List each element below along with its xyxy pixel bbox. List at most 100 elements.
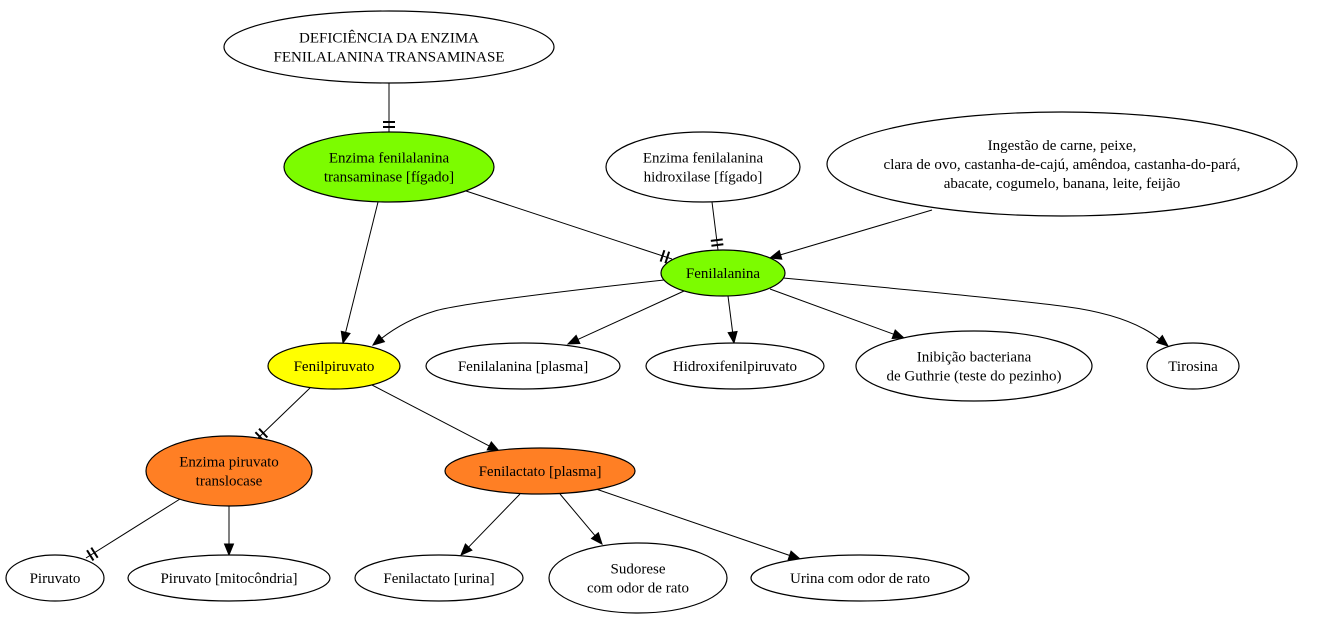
arrowhead-icon xyxy=(486,441,501,452)
node-fenilalanina-plasma: Fenilalanina [plasma] xyxy=(425,342,621,390)
node-label-line: Ingestão de carne, peixe, xyxy=(988,138,1137,154)
node-ellipse xyxy=(660,249,786,297)
edge-line xyxy=(467,493,521,549)
edge-deficiencia-to-transaminase xyxy=(383,83,395,132)
node-ellipse xyxy=(354,554,524,602)
arrowhead-icon xyxy=(371,333,386,346)
node-fenilpiruvato: Fenilpiruvato xyxy=(267,342,401,390)
node-label-line: translocase xyxy=(196,474,263,490)
edge-line xyxy=(769,288,895,336)
edge-transaminase-to-fenilpiruvato xyxy=(340,201,379,345)
edge-hidroxilase-to-fenilalanina xyxy=(710,201,724,251)
node-label-line: de Guthrie (teste do pezinho) xyxy=(887,369,1062,385)
node-ellipse xyxy=(826,111,1298,217)
node-fenilactato-urina: Fenilactato [urina] xyxy=(354,554,524,602)
edge-line xyxy=(779,209,933,256)
edge-fenilpiruvato-to-translocase xyxy=(254,387,311,442)
edge-fenilactato_plasma-to-fenilactato_urina xyxy=(460,493,521,556)
node-ellipse xyxy=(548,542,728,614)
node-label-line: com odor de rato xyxy=(587,581,689,597)
arrowhead-icon xyxy=(727,330,738,345)
node-piruvato-mito: Piruvato [mitocôndria] xyxy=(127,554,331,602)
node-piruvato: Piruvato xyxy=(5,554,105,602)
node-ellipse xyxy=(750,554,970,602)
edge-transaminase-to-fenilalanina xyxy=(465,190,673,264)
edge-line xyxy=(85,498,181,559)
edge-fenilalanina-to-tirosina xyxy=(782,277,1170,347)
node-ingestao: Ingestão de carne, peixe, clara de ovo, c… xyxy=(826,111,1298,217)
node-label-line: Piruvato xyxy=(30,571,81,587)
edge-line xyxy=(711,201,719,251)
arrowhead-icon xyxy=(590,531,603,546)
node-deficiencia: DEFICIÊNCIA DA ENZIMA FENILALANINA TRANSA… xyxy=(223,10,555,84)
node-label-line: clara de ovo, castanha-de-cajú, amêndoa,… xyxy=(884,157,1241,173)
node-translocase: Enzima piruvato translocase xyxy=(145,435,313,507)
node-ellipse xyxy=(267,342,401,390)
node-label-line: Fenilalanina [plasma] xyxy=(458,359,588,375)
node-transaminase: Enzima fenilalanina transaminase [fígado] xyxy=(283,131,495,203)
tee-mark-icon xyxy=(258,428,269,439)
node-label-line: Fenilactato [urina] xyxy=(383,571,494,587)
node-fenilactato-plasma: Fenilactato [plasma] xyxy=(444,447,636,495)
arrowhead-icon xyxy=(566,334,581,345)
edge-line xyxy=(371,384,491,447)
edge-fenilpiruvato-to-fenilactato_plasma xyxy=(371,384,501,452)
node-label-line: Enzima fenilalanina xyxy=(329,151,450,167)
tee-mark-icon xyxy=(90,547,99,559)
edge-line xyxy=(465,190,673,260)
node-ellipse xyxy=(283,131,495,203)
edge-ingestao-to-fenilalanina xyxy=(768,209,933,260)
node-label-line: abacate, cogumelo, banana, leite, feijão xyxy=(944,176,1181,192)
arrowhead-icon xyxy=(891,329,906,339)
node-label-line: Tirosina xyxy=(1168,359,1218,375)
node-label-line: Enzima piruvato xyxy=(179,455,279,471)
node-fenilalanina: Fenilalanina xyxy=(660,249,786,297)
arrowhead-icon xyxy=(768,249,783,260)
node-label-line: Urina com odor de rato xyxy=(790,571,930,587)
node-ellipse xyxy=(645,342,825,390)
node-ellipse xyxy=(605,131,801,203)
edge-line xyxy=(595,488,791,557)
edge-translocase-to-piruvato xyxy=(85,498,181,561)
edge-fenilactato_plasma-to-sudorese xyxy=(559,493,603,546)
edge-line xyxy=(344,201,379,334)
edge-fenilalanina-to-guthrie xyxy=(769,288,906,339)
edge-fenilalanina-to-hidroxifenilpiruvato xyxy=(727,295,738,345)
node-label-line: Piruvato [mitocôndria] xyxy=(160,571,297,587)
edge-line xyxy=(727,295,734,334)
edges-layer xyxy=(85,83,1170,561)
node-ellipse xyxy=(855,330,1093,402)
node-hidroxifenilpiruvato: Hidroxifenilpiruvato xyxy=(645,342,825,390)
node-label-line: FENILALANINA TRANSAMINASE xyxy=(274,50,505,66)
node-label-line: DEFICIÊNCIA DA ENZIMA xyxy=(299,30,479,47)
node-label-line: Inibição bacteriana xyxy=(917,350,1032,366)
edge-translocase-to-piruvato_mito xyxy=(223,506,235,557)
node-urina-odor: Urina com odor de rato xyxy=(750,554,970,602)
tee-mark-icon xyxy=(86,549,95,561)
node-ellipse xyxy=(425,342,621,390)
edge-line xyxy=(255,387,311,441)
nodes-layer: DEFICIÊNCIA DA ENZIMA FENILALANINA TRANSA… xyxy=(5,10,1298,614)
node-ellipse xyxy=(444,447,636,495)
node-label-line: Sudorese xyxy=(611,562,666,578)
edge-line xyxy=(380,279,665,340)
node-label-line: Fenilalanina xyxy=(686,266,760,282)
tee-mark-icon xyxy=(664,251,671,264)
node-label-line: hidroxilase [fígado] xyxy=(644,170,763,186)
edge-line xyxy=(559,493,596,537)
node-label-line: Fenilpiruvato xyxy=(294,359,375,375)
node-ellipse xyxy=(127,554,331,602)
edge-line xyxy=(576,290,685,341)
node-sudorese: Sudorese com odor de rato xyxy=(548,542,728,614)
node-ellipse xyxy=(5,554,105,602)
arrowhead-icon xyxy=(460,543,473,556)
arrowhead-icon xyxy=(1155,334,1170,347)
node-ellipse xyxy=(223,10,555,84)
node-label-line: transaminase [fígado] xyxy=(324,170,454,186)
node-ellipse xyxy=(1146,342,1240,390)
tee-mark-icon xyxy=(711,243,724,247)
edge-fenilalanina-to-fenilpiruvato xyxy=(371,279,665,346)
edge-line xyxy=(782,277,1161,341)
